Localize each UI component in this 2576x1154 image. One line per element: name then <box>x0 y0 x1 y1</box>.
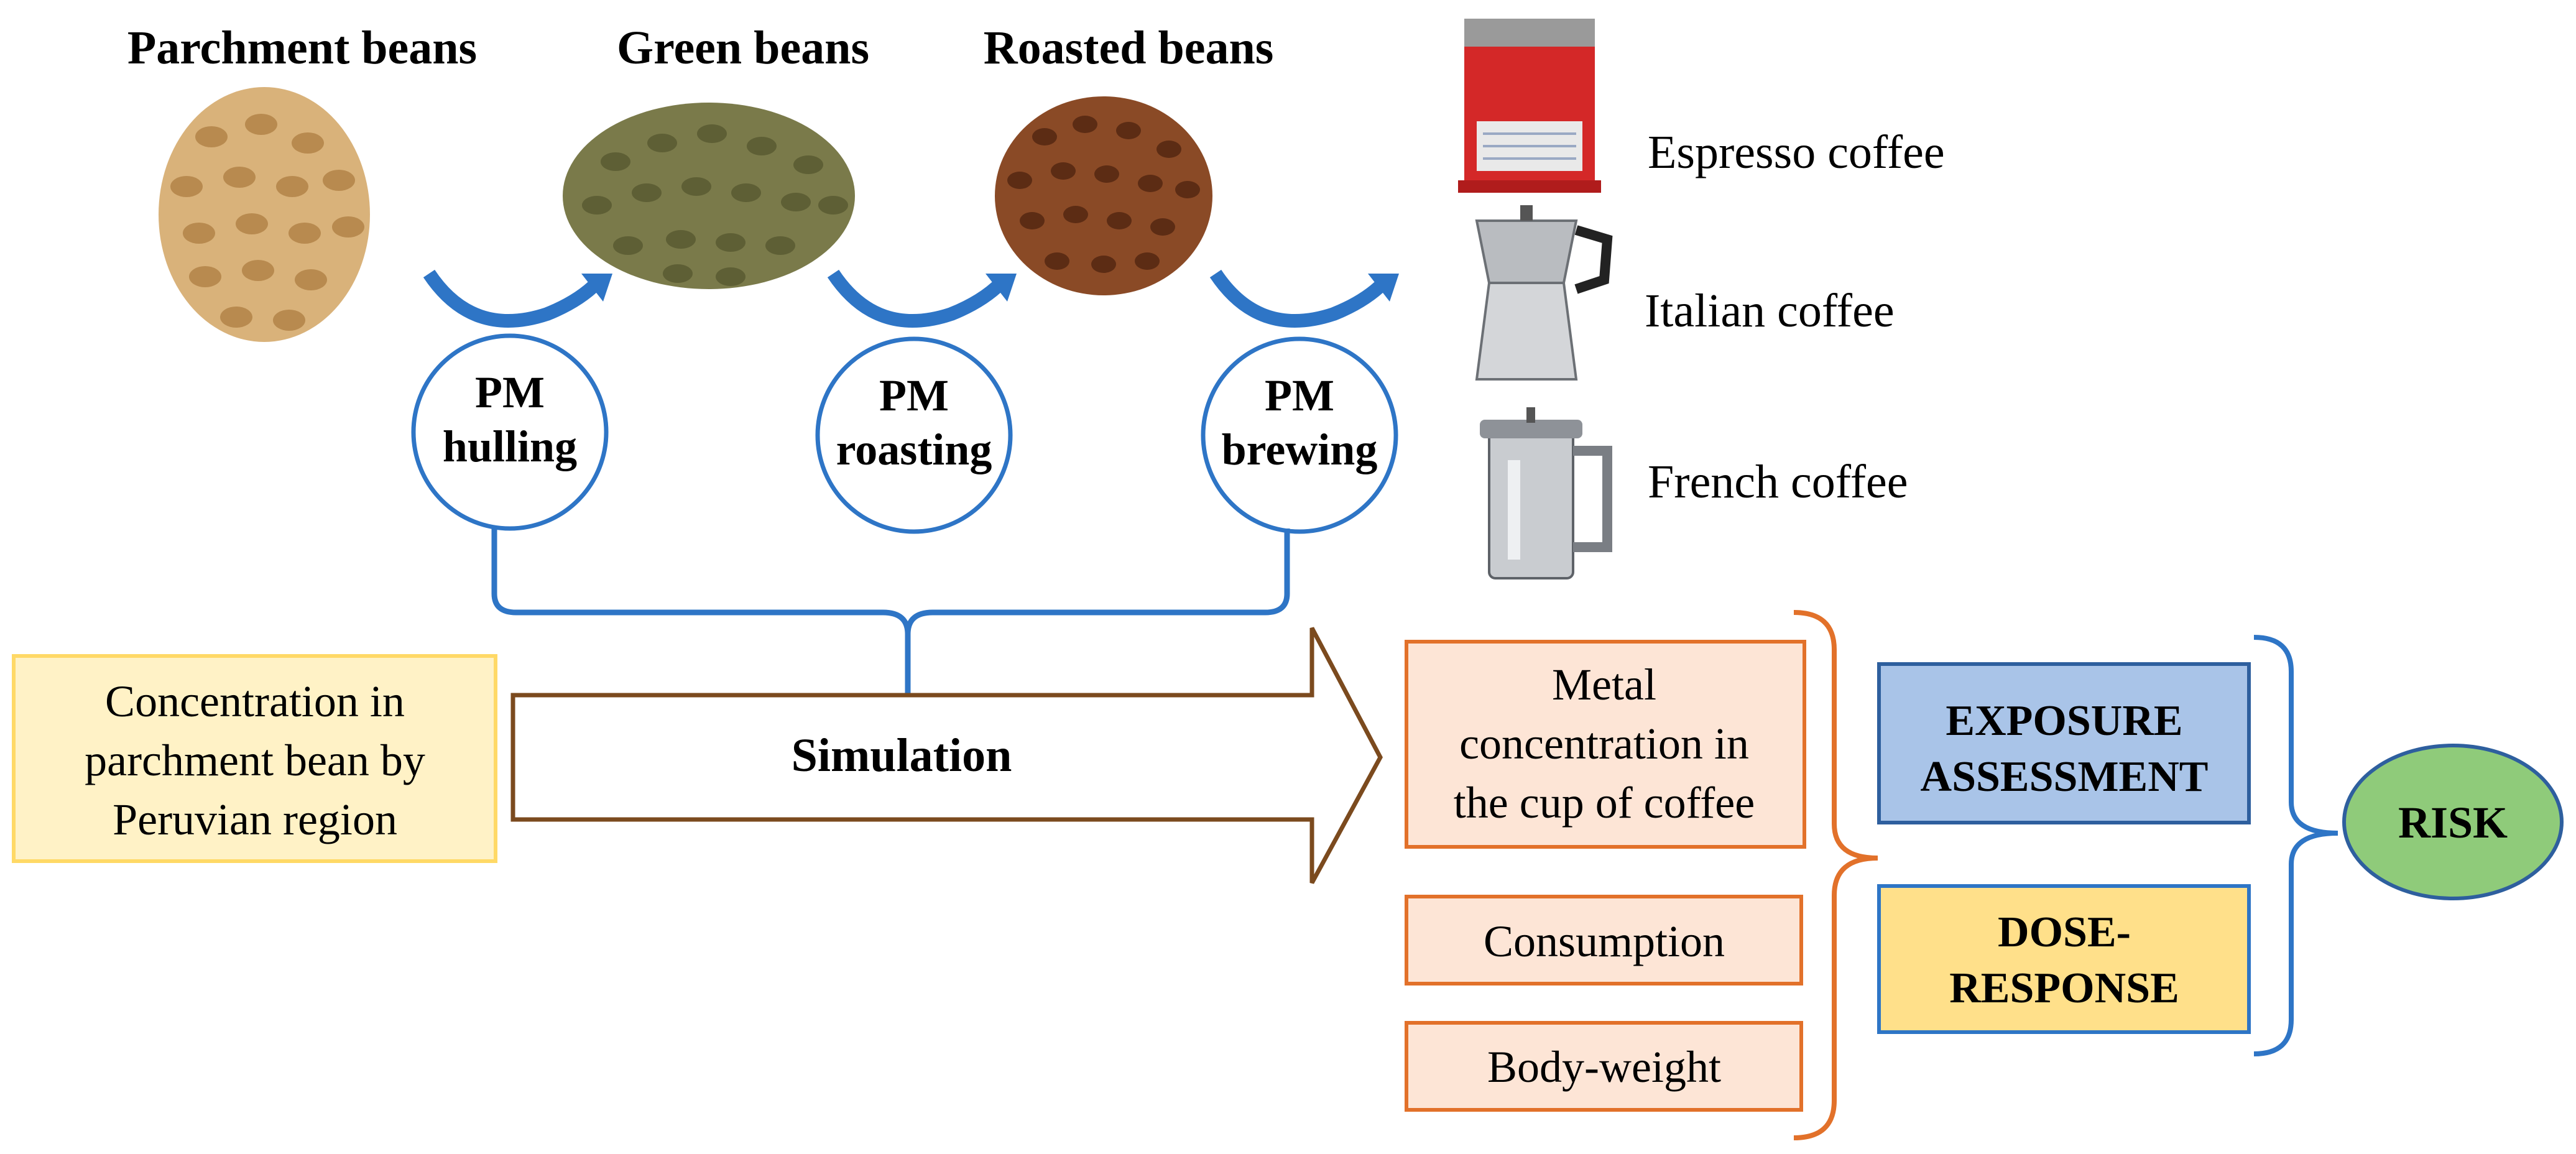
exposure-line-1: EXPOSURE <box>1946 697 2182 745</box>
italian-moka-pot-image <box>1475 205 1613 381</box>
pm-roasting-node: PM roasting <box>815 336 1013 534</box>
metal-line-2: concentration in <box>1459 719 1749 769</box>
input-line-3: Peruvian region <box>113 795 397 844</box>
input-concentration-box: Concentration in parchment bean by Peruv… <box>12 654 497 863</box>
dose-response-box: DOSE- RESPONSE <box>1877 884 2251 1034</box>
parchment-beans-image <box>159 87 370 342</box>
pm-hulling-line-1: PM <box>475 367 545 417</box>
consumption-label: Consumption <box>1484 916 1725 966</box>
exposure-inputs-brace <box>1793 610 1878 1140</box>
french-press-image <box>1480 407 1612 579</box>
roasting-curve-arrow <box>827 269 1017 328</box>
body-weight-label: Body-weight <box>1487 1042 1721 1092</box>
risk-node: RISK <box>2342 744 2564 900</box>
exposure-assessment-box: EXPOSURE ASSESSMENT <box>1877 662 2251 824</box>
pm-brewing-line-1: PM <box>1265 371 1334 420</box>
hulling-curve-arrow <box>423 269 612 328</box>
pm-brewing-line-2: brewing <box>1222 425 1378 474</box>
simulation-label: Simulation <box>792 729 1012 782</box>
exposure-line-2: ASSESSMENT <box>1921 753 2209 801</box>
metal-concentration-box: Metal concentration in the cup of coffee <box>1405 640 1806 849</box>
metal-line-1: Metal <box>1552 660 1656 709</box>
parchment-beans-label: Parchment beans <box>127 22 477 74</box>
assessment-brace <box>2253 635 2338 1056</box>
dose-line-2: RESPONSE <box>1949 964 2179 1012</box>
dose-line-1: DOSE- <box>1998 908 2131 956</box>
italian-coffee-label: Italian coffee <box>1645 285 1895 337</box>
body-weight-box: Body-weight <box>1405 1021 1803 1112</box>
brewing-curve-arrow <box>1209 269 1399 328</box>
pm-hulling-node: PM hulling <box>411 333 609 531</box>
input-line-2: parchment bean by <box>85 736 425 785</box>
pm-roasting-line-1: PM <box>879 371 949 420</box>
metal-line-3: the cup of coffee <box>1454 778 1755 828</box>
pm-roasting-line-2: roasting <box>836 425 992 474</box>
pm-hulling-line-2: hulling <box>443 422 577 471</box>
simulation-arrow: Simulation <box>510 627 1383 884</box>
roasted-beans-image <box>995 96 1212 295</box>
espresso-machine-image <box>1458 19 1601 193</box>
pm-merge-bracket <box>491 529 1290 693</box>
consumption-box: Consumption <box>1405 895 1803 986</box>
risk-label: RISK <box>2398 798 2508 847</box>
green-beans-image <box>563 103 855 289</box>
input-line-1: Concentration in <box>105 676 405 726</box>
espresso-coffee-label: Espresso coffee <box>1648 126 1945 178</box>
pm-brewing-node: PM brewing <box>1201 336 1398 534</box>
french-coffee-label: French coffee <box>1648 456 1908 508</box>
green-beans-label: Green beans <box>617 22 869 74</box>
roasted-beans-label: Roasted beans <box>984 22 1274 74</box>
